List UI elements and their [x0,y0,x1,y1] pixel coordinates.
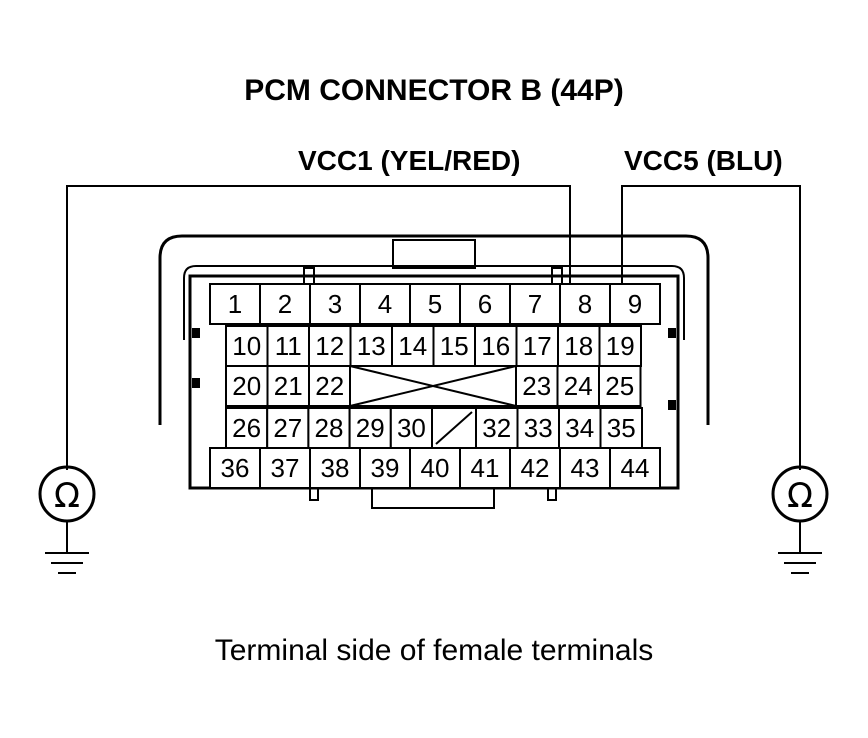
pin-label-21: 21 [274,371,303,401]
pin-label-5: 5 [428,289,442,319]
pin-label-10: 10 [232,331,261,361]
pin-cell-9 [609,283,661,325]
pin-label-35: 35 [607,413,636,443]
pin-cell-12 [308,325,352,367]
pin-label-30: 30 [397,413,426,443]
pin-label-13: 13 [357,331,386,361]
pin-cell-2 [259,283,311,325]
pin-cell-10 [225,325,269,367]
pin-label-40: 40 [421,453,450,483]
pin-cell-44 [609,447,661,489]
ground-right-icon [778,552,822,574]
pin-label-3: 3 [328,289,342,319]
ohm-symbol-right: Ω [787,476,813,516]
pin-label-27: 27 [273,413,302,443]
pin-cell-8 [559,283,611,325]
pin-cell-37 [259,447,311,489]
pin-cell-1 [209,283,261,325]
ohmmeter-left-icon: Ω [38,465,96,552]
pin-label-29: 29 [356,413,385,443]
pin-label-7: 7 [528,289,542,319]
pin-label-42: 42 [521,453,550,483]
diagram-caption: Terminal side of female terminals [215,634,654,667]
pin-cell-33 [516,407,560,449]
pin-cell-29 [348,407,392,449]
vcc1-wire [66,185,571,470]
pin-label-16: 16 [481,331,510,361]
diagram-title: PCM CONNECTOR B (44P) [244,74,623,107]
pin-label-15: 15 [440,331,469,361]
vcc5-label: VCC5 (BLU) [624,145,783,176]
pin-label-41: 41 [471,453,500,483]
pin-cell-5 [409,283,461,325]
pin-label-8: 8 [578,289,592,319]
blank-cavity-row3 [349,365,517,407]
ohm-symbol-left: Ω [54,476,80,516]
pin-label-1: 1 [228,289,242,319]
pin-cell-25 [598,365,642,407]
pin-cell-39 [359,447,411,489]
vcc1-label: VCC1 (YEL/RED) [298,145,520,176]
pin-label-39: 39 [371,453,400,483]
pin-label-12: 12 [315,331,344,361]
pin-label-20: 20 [232,371,261,401]
pin-cell-43 [559,447,611,489]
pin-cell-22 [308,365,352,407]
blank-cavity-31 [431,407,477,449]
pin-cell-26 [225,407,269,449]
pin-cell-21 [266,365,310,407]
pin-cell-3 [309,283,361,325]
pin-label-23: 23 [522,371,551,401]
pin-cell-23 [515,365,559,407]
pin-cell-20 [225,365,269,407]
pin-label-37: 37 [271,453,300,483]
pin-label-25: 25 [605,371,634,401]
pin-label-2: 2 [278,289,292,319]
pin-label-17: 17 [523,331,552,361]
pin-label-4: 4 [378,289,392,319]
pin-cell-16 [474,325,518,367]
ground-left-icon [45,552,89,574]
pin-label-32: 32 [482,413,511,443]
pin-cell-35 [599,407,643,449]
pin-label-44: 44 [621,453,650,483]
pin-label-33: 33 [524,413,553,443]
pin-label-36: 36 [221,453,250,483]
pin-label-26: 26 [232,413,261,443]
connector-housing [158,234,710,509]
ohmmeter-right-icon: Ω [771,465,829,552]
pin-label-43: 43 [571,453,600,483]
pin-label-22: 22 [315,371,344,401]
pin-label-18: 18 [564,331,593,361]
pin-label-14: 14 [398,331,427,361]
pin-label-9: 9 [628,289,642,319]
pin-label-6: 6 [478,289,492,319]
pin-label-28: 28 [315,413,344,443]
pin-label-38: 38 [321,453,350,483]
pin-label-11: 11 [275,331,302,361]
pin-label-24: 24 [564,371,593,401]
pin-cell-40 [409,447,461,489]
pin-label-34: 34 [565,413,594,443]
pin-label-19: 19 [606,331,635,361]
pin-cell-6 [459,283,511,325]
pin-cell-27 [266,407,310,449]
vcc5-wire [621,185,801,470]
